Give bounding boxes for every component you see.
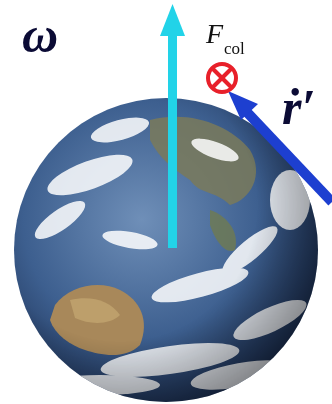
omega-arrow — [160, 4, 185, 248]
force-label: F — [206, 20, 223, 48]
force-subscript: col — [224, 40, 245, 57]
velocity-label: ṙ′ — [282, 82, 316, 132]
velocity-arrow — [228, 91, 332, 202]
omega-label: ω — [22, 10, 58, 60]
force-into-page-symbol — [208, 64, 236, 92]
